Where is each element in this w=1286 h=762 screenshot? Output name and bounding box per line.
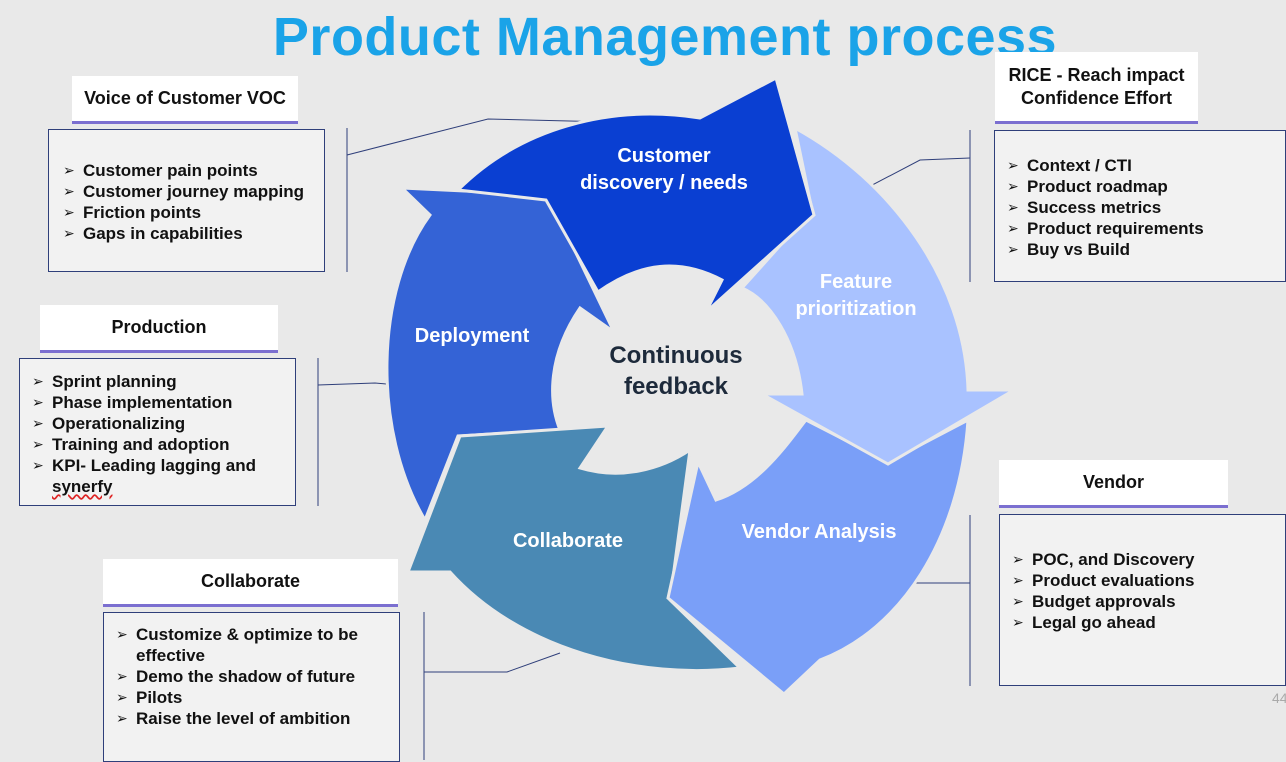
page-title: Product Management process: [272, 7, 1058, 67]
segment-label-discovery-line2: discovery / needs: [580, 172, 748, 194]
segment-vendor-analysis: [666, 417, 970, 697]
rice-header-line2: Confidence Effort: [1021, 87, 1172, 108]
list-item: Sprint planning: [32, 371, 295, 392]
segment-label-prioritization-line2: prioritization: [795, 298, 917, 320]
production-header: Production: [40, 305, 278, 353]
page-number: 44: [1272, 690, 1286, 706]
list-item-line1: KPI- Leading lagging and: [52, 456, 256, 475]
collaborate-list: Customize & optimize to be effective Dem…: [116, 624, 399, 729]
rice-header-line1: RICE - Reach impact: [1008, 64, 1185, 85]
list-item: Customer pain points: [63, 160, 324, 181]
list-item: POC, and Discovery: [1012, 549, 1285, 570]
segment-label-collaborate: Collaborate: [512, 530, 624, 552]
segment-label-prioritization: Feature prioritization: [768, 269, 944, 323]
voc-box: Customer pain points Customer journey ma…: [48, 129, 325, 272]
list-item: Raise the level of ambition: [116, 708, 399, 729]
center-label-line1: Continuous: [609, 342, 743, 369]
list-item: Buy vs Build: [1007, 239, 1285, 260]
voc-list: Customer pain points Customer journey ma…: [63, 160, 324, 244]
list-item: Gaps in capabilities: [63, 223, 324, 244]
vendor-box: POC, and Discovery Product evaluations B…: [999, 514, 1286, 686]
center-label-line2: feedback: [623, 373, 729, 400]
rice-box: Context / CTI Product roadmap Success me…: [994, 130, 1286, 282]
list-item: Demo the shadow of future: [116, 666, 399, 687]
list-item: Budget approvals: [1012, 591, 1285, 612]
voc-header: Voice of Customer VOC: [72, 76, 298, 124]
segment-prioritization: [739, 125, 1020, 466]
segment-collaborate: [405, 424, 744, 673]
list-item: Operationalizing: [32, 413, 295, 434]
list-item: Training and adoption: [32, 434, 295, 455]
list-item-line1: Customize & optimize to be: [136, 625, 358, 644]
segment-label-deployment: Deployment: [414, 325, 530, 347]
connector-collaborate: [424, 652, 561, 673]
segment-discovery: [454, 75, 816, 314]
collaborate-box: Customize & optimize to be effective Dem…: [103, 612, 400, 762]
list-item: Friction points: [63, 202, 324, 223]
list-item: Product requirements: [1007, 218, 1285, 239]
list-item: Context / CTI: [1007, 155, 1285, 176]
center-label: Continuous feedback: [578, 340, 774, 402]
list-item: Pilots: [116, 687, 399, 708]
list-item: Success metrics: [1007, 197, 1285, 218]
vendor-header: Vendor: [999, 460, 1228, 508]
list-item: Customize & optimize to be effective: [116, 624, 399, 666]
collaborate-header: Collaborate: [103, 559, 398, 607]
segment-label-discovery: Customer discovery / needs: [566, 143, 762, 197]
list-item: Product evaluations: [1012, 570, 1285, 591]
list-item: KPI- Leading lagging and synerfy: [32, 455, 295, 497]
list-item: Customer journey mapping: [63, 181, 324, 202]
rice-list: Context / CTI Product roadmap Success me…: [1007, 155, 1285, 260]
list-item: Product roadmap: [1007, 176, 1285, 197]
vendor-list: POC, and Discovery Product evaluations B…: [1012, 549, 1285, 633]
production-list: Sprint planning Phase implementation Ope…: [32, 371, 295, 497]
segment-deployment: [385, 186, 618, 524]
rice-header: RICE - Reach impact Confidence Effort: [995, 52, 1198, 124]
list-item-line2: effective: [136, 646, 205, 665]
list-item: Legal go ahead: [1012, 612, 1285, 633]
segment-label-discovery-line1: Customer: [617, 145, 711, 167]
segment-label-prioritization-line1: Feature: [819, 271, 893, 293]
segment-label-vendor-analysis: Vendor Analysis: [741, 521, 897, 543]
list-item-line2: synerfy: [52, 477, 113, 496]
production-box: Sprint planning Phase implementation Ope…: [19, 358, 296, 506]
list-item: Phase implementation: [32, 392, 295, 413]
